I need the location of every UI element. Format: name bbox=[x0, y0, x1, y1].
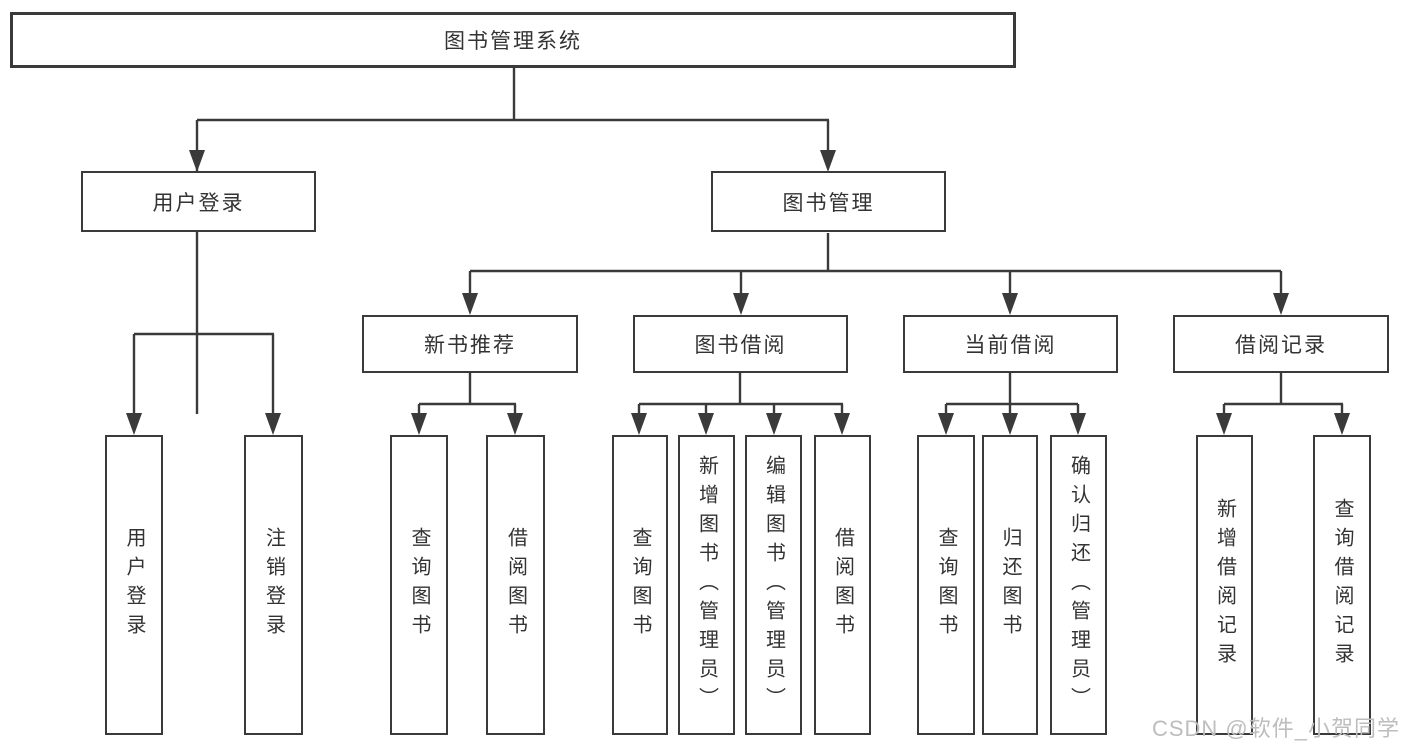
leaf-logout-label: 注销登录 bbox=[262, 527, 285, 643]
node-book-management: 图书管理 bbox=[711, 171, 946, 232]
node-current-borrowing-label: 当前借阅 bbox=[964, 334, 1057, 357]
leaf-records-query-record-label: 查询借阅记录 bbox=[1331, 498, 1353, 672]
leaf-current-query-books-label: 查询图书 bbox=[935, 527, 957, 643]
node-new-book-recommend-label: 新书推荐 bbox=[424, 334, 516, 357]
leaf-borrowing-edit-books-admin: 编辑图书（管理员） bbox=[745, 435, 802, 735]
node-root-label: 图书管理系统 bbox=[444, 30, 582, 53]
leaf-current-return-books-label: 归还图书 bbox=[999, 527, 1021, 643]
leaf-borrowing-query-books-label: 查询图书 bbox=[629, 527, 651, 643]
leaf-current-return-books: 归还图书 bbox=[982, 435, 1038, 735]
leaf-records-add-record-label: 新增借阅记录 bbox=[1213, 498, 1236, 672]
leaf-recommend-borrow-books-label: 借阅图书 bbox=[504, 527, 527, 643]
leaf-current-confirm-return-admin: 确认归还（管理员） bbox=[1050, 435, 1107, 735]
node-root: 图书管理系统 bbox=[10, 12, 1016, 68]
node-borrowing-records: 借阅记录 bbox=[1173, 315, 1389, 373]
node-book-borrowing-label: 图书借阅 bbox=[694, 334, 787, 357]
csdn-watermark: CSDN @软件_小贺同学 bbox=[1151, 716, 1400, 741]
leaf-borrowing-borrow-books: 借阅图书 bbox=[814, 435, 871, 735]
node-new-book-recommend: 新书推荐 bbox=[362, 315, 578, 373]
leaf-current-query-books: 查询图书 bbox=[917, 435, 975, 735]
node-book-management-label: 图书管理 bbox=[782, 191, 875, 215]
leaf-recommend-query-books: 查询图书 bbox=[390, 435, 448, 735]
leaf-user-login-label: 用户登录 bbox=[123, 527, 145, 643]
leaf-records-query-record: 查询借阅记录 bbox=[1313, 435, 1371, 735]
leaf-current-confirm-return-admin-label: 确认归还（管理员） bbox=[1067, 454, 1090, 716]
node-book-borrowing: 图书借阅 bbox=[633, 315, 848, 373]
leaf-logout: 注销登录 bbox=[244, 435, 303, 735]
leaf-recommend-borrow-books: 借阅图书 bbox=[486, 435, 545, 735]
leaf-borrowing-query-books: 查询图书 bbox=[612, 435, 668, 735]
leaf-borrowing-borrow-books-label: 借阅图书 bbox=[831, 527, 854, 643]
node-user-login: 用户登录 bbox=[81, 171, 316, 232]
node-borrowing-records-label: 借阅记录 bbox=[1235, 334, 1327, 357]
node-user-login-label: 用户登录 bbox=[152, 191, 245, 215]
leaf-records-add-record: 新增借阅记录 bbox=[1196, 435, 1253, 735]
leaf-user-login: 用户登录 bbox=[105, 435, 163, 735]
leaf-borrowing-add-books-admin: 新增图书（管理员） bbox=[678, 435, 735, 735]
leaf-borrowing-add-books-admin-label: 新增图书（管理员） bbox=[695, 454, 718, 716]
node-current-borrowing: 当前借阅 bbox=[903, 315, 1118, 373]
leaf-recommend-query-books-label: 查询图书 bbox=[408, 527, 430, 643]
leaf-borrowing-edit-books-admin-label: 编辑图书（管理员） bbox=[762, 454, 785, 716]
